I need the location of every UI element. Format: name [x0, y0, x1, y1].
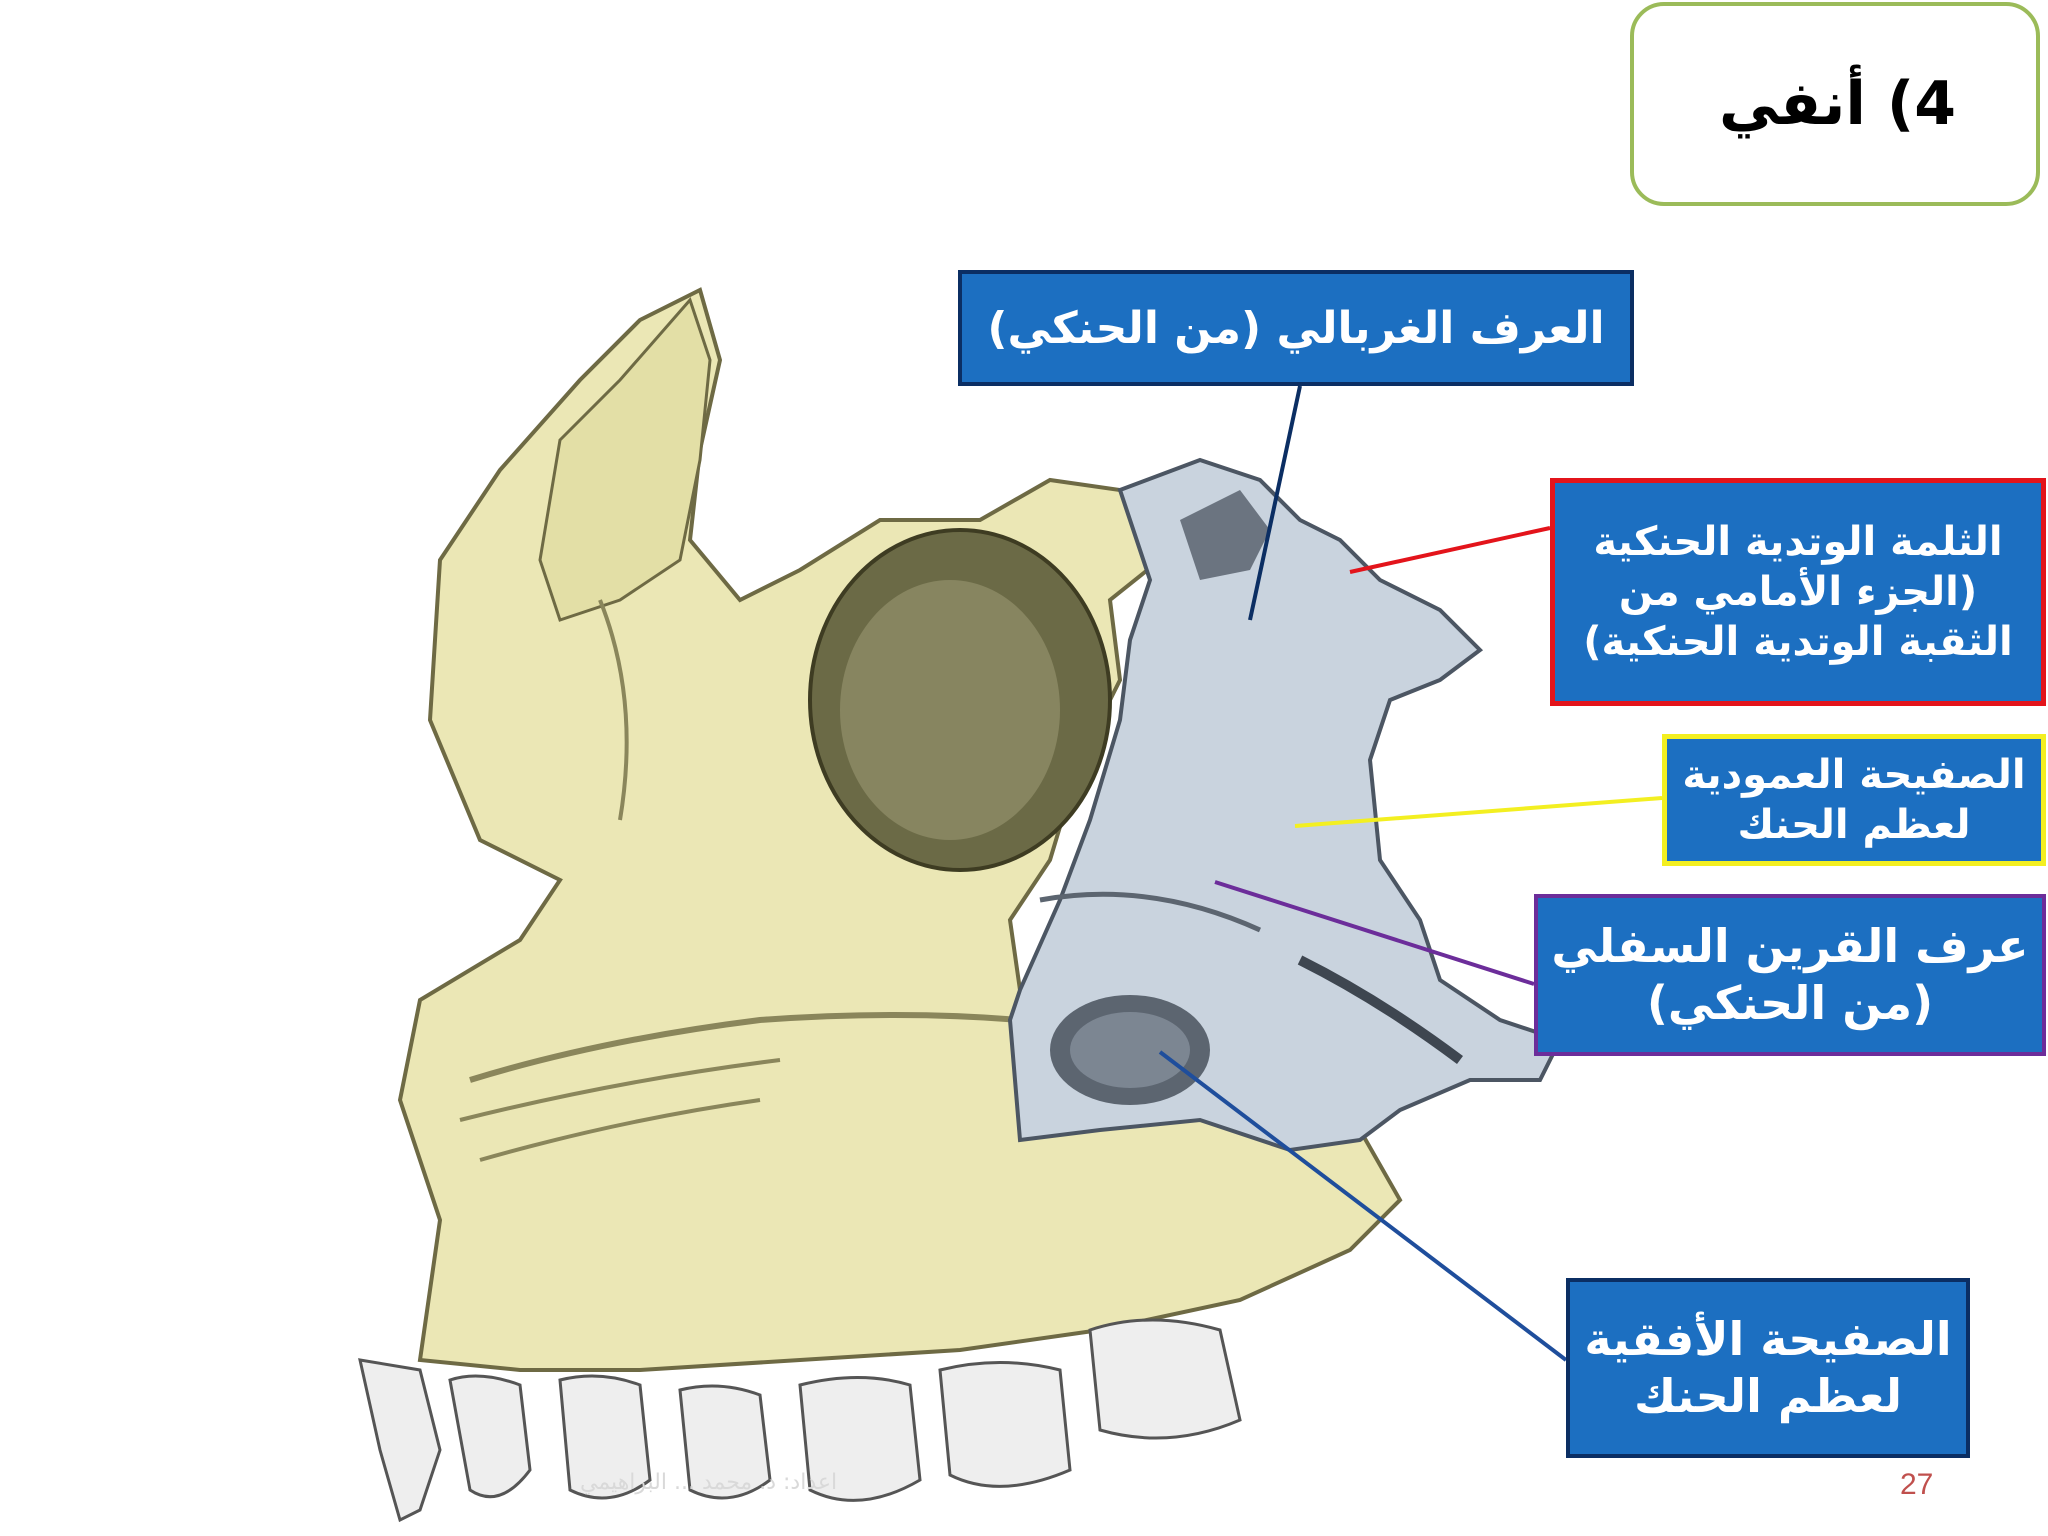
label-perpendicular-plate-text: الصفيحة العمودية لعظم الحنك [1682, 752, 2026, 848]
label-horizontal-plate: الصفيحة الأفقية لعظم الحنك [1566, 1278, 1970, 1458]
watermark-text: اعداد: د. محمد ... البراهيمي [580, 1470, 838, 1495]
leader-sphenopalatine-notch [1349, 526, 1551, 574]
slide-title: 4) أنفي [1718, 69, 1956, 139]
slide-title-box: 4) أنفي [1630, 2, 2040, 206]
label-sphenopalatine-notch-text: الثلمة الوتدية الحنكية (الجزء الأمامي من… [1583, 519, 2013, 665]
label-perpendicular-plate: الصفيحة العمودية لعظم الحنك [1662, 734, 2046, 866]
label-ethmoidal-crest: العرف الغربالي (من الحنكي) [958, 270, 1634, 386]
leader-perpendicular-plate [1294, 796, 1663, 828]
leader-ethmoidal-crest [1248, 385, 1302, 621]
label-conchal-crest-text: عرف القرين السفلي (من الحنكي) [1551, 918, 2029, 1031]
teeth [358, 1318, 1242, 1523]
palatine-bone [1007, 457, 1563, 1153]
leader-horizontal-plate [1158, 1050, 1568, 1362]
label-ethmoidal-crest-text: العرف الغربالي (من الحنكي) [987, 302, 1605, 354]
label-sphenopalatine-notch: الثلمة الوتدية الحنكية (الجزء الأمامي من… [1550, 478, 2046, 706]
leader-conchal-crest [1214, 880, 1535, 986]
label-conchal-crest: عرف القرين السفلي (من الحنكي) [1534, 894, 2046, 1056]
page-number: 27 [1900, 1468, 1934, 1501]
label-horizontal-plate-text: الصفيحة الأفقية لعظم الحنك [1584, 1311, 1952, 1424]
